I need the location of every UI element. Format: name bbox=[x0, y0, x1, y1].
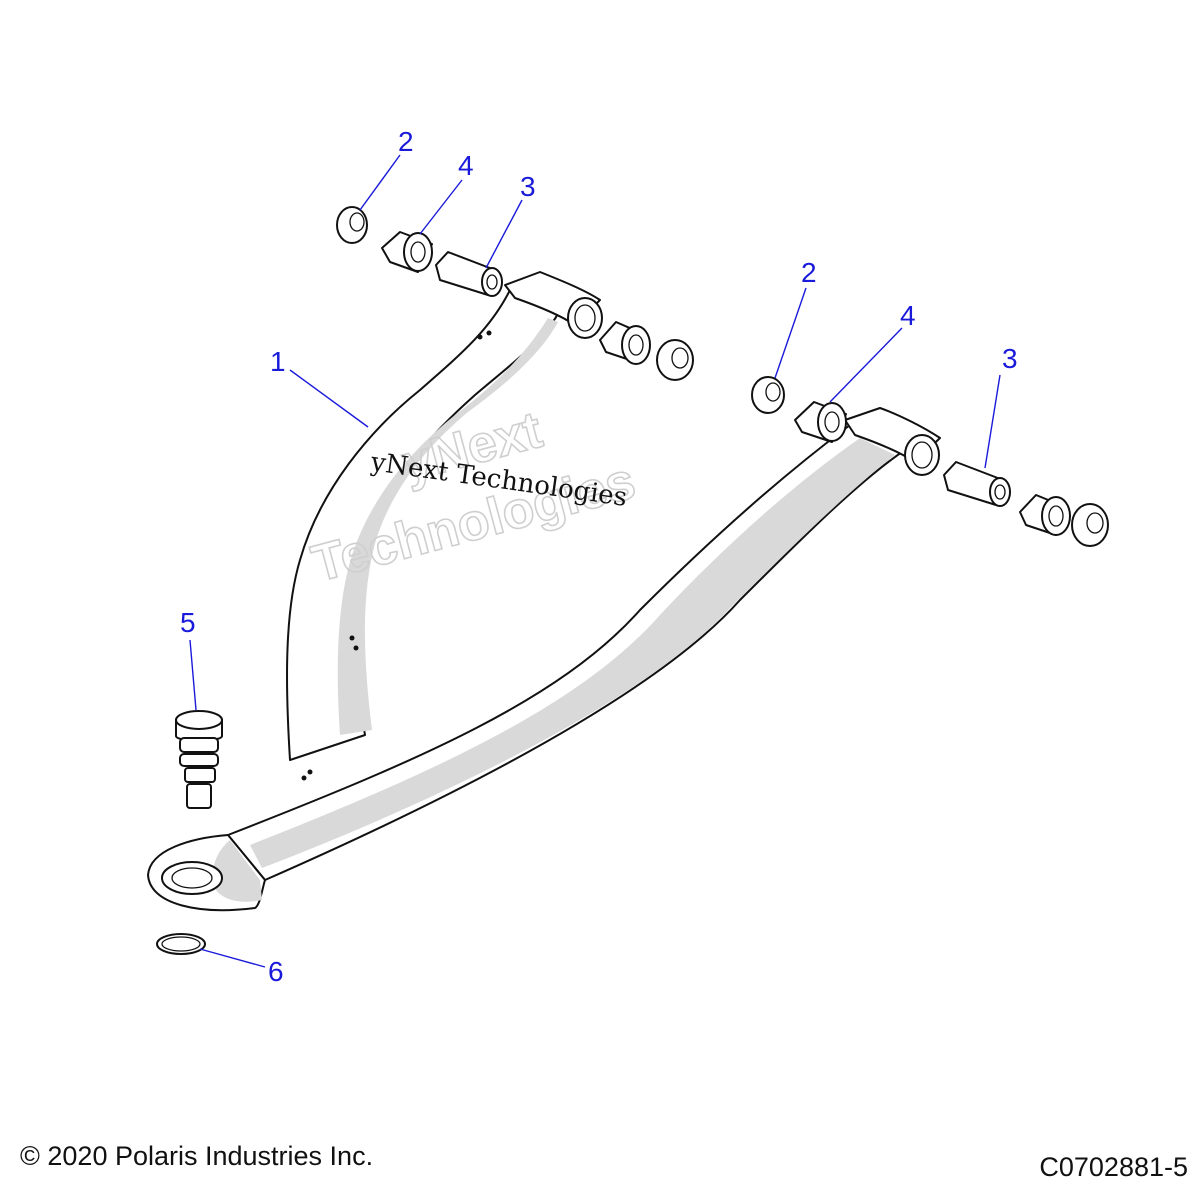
leader-4b bbox=[829, 327, 903, 403]
washer-rear-left bbox=[751, 376, 785, 414]
figure-id: C0702881-5 bbox=[1039, 1152, 1188, 1182]
callout-3a: 3 bbox=[520, 171, 536, 202]
bushing-front-right bbox=[599, 321, 651, 365]
callout-6: 6 bbox=[268, 956, 284, 987]
sleeve-rear bbox=[943, 461, 1011, 507]
callout-1: 1 bbox=[270, 346, 286, 377]
callout-2a: 2 bbox=[398, 126, 414, 157]
callout-5: 5 bbox=[180, 607, 196, 638]
bushing-front-left bbox=[381, 231, 433, 273]
leader-2a bbox=[359, 154, 401, 211]
callout-4a: 4 bbox=[458, 150, 474, 181]
copyright-text: © 2020 Polaris Industries Inc. bbox=[20, 1141, 374, 1171]
washer-rear-right bbox=[1071, 503, 1109, 547]
retaining-ring bbox=[156, 933, 206, 955]
callout-4b: 4 bbox=[900, 300, 916, 331]
leader-1 bbox=[289, 369, 369, 428]
callout-2b: 2 bbox=[801, 257, 817, 288]
washer-front-left bbox=[336, 206, 368, 244]
washer-front-right bbox=[656, 339, 694, 381]
callout-3b: 3 bbox=[1002, 343, 1018, 374]
leader-6 bbox=[199, 948, 266, 968]
sleeve-front bbox=[435, 251, 503, 297]
leader-5 bbox=[189, 639, 197, 711]
leader-2b bbox=[774, 287, 807, 379]
leader-3a bbox=[485, 199, 523, 269]
ball-joint bbox=[175, 710, 223, 809]
leader-3b bbox=[984, 374, 1001, 469]
bushing-rear-left bbox=[794, 401, 847, 443]
bushing-rear-right bbox=[1019, 494, 1071, 536]
a-arm bbox=[147, 271, 941, 912]
leader-4a bbox=[419, 179, 463, 235]
